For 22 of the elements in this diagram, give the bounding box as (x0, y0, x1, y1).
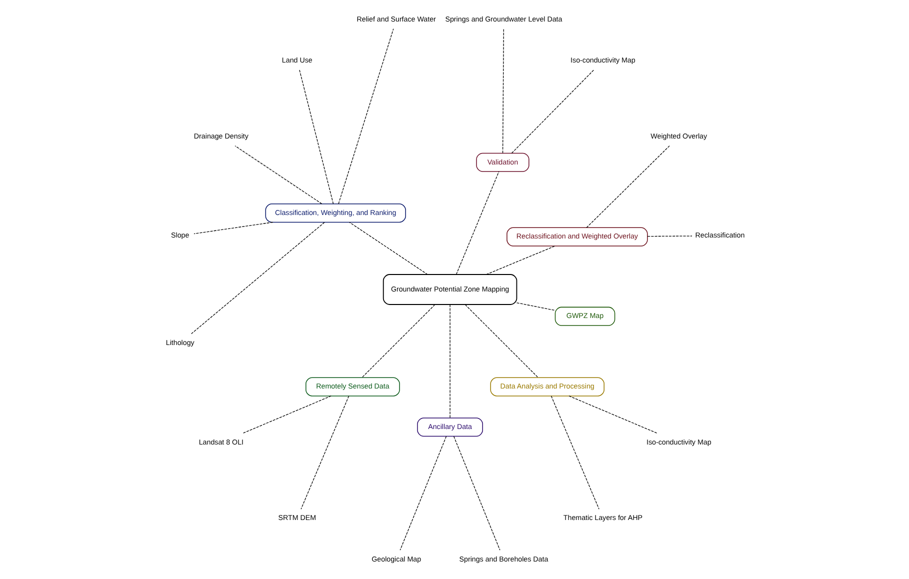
connector (568, 396, 657, 434)
connector (646, 236, 692, 237)
connector (455, 171, 499, 275)
connector (449, 304, 450, 418)
connector (348, 222, 428, 275)
connector (464, 304, 538, 378)
connector (300, 396, 349, 510)
connector (452, 436, 500, 550)
connector (502, 28, 504, 154)
connector (193, 222, 273, 234)
connector (234, 146, 322, 204)
connector (361, 304, 435, 378)
connector (190, 222, 324, 334)
connector (586, 145, 670, 228)
connector (485, 246, 555, 275)
connector (550, 396, 599, 510)
connector (242, 396, 331, 434)
connector (516, 302, 555, 311)
connector (298, 70, 334, 204)
connector (510, 70, 594, 154)
connector (399, 436, 446, 550)
connector (338, 28, 394, 204)
